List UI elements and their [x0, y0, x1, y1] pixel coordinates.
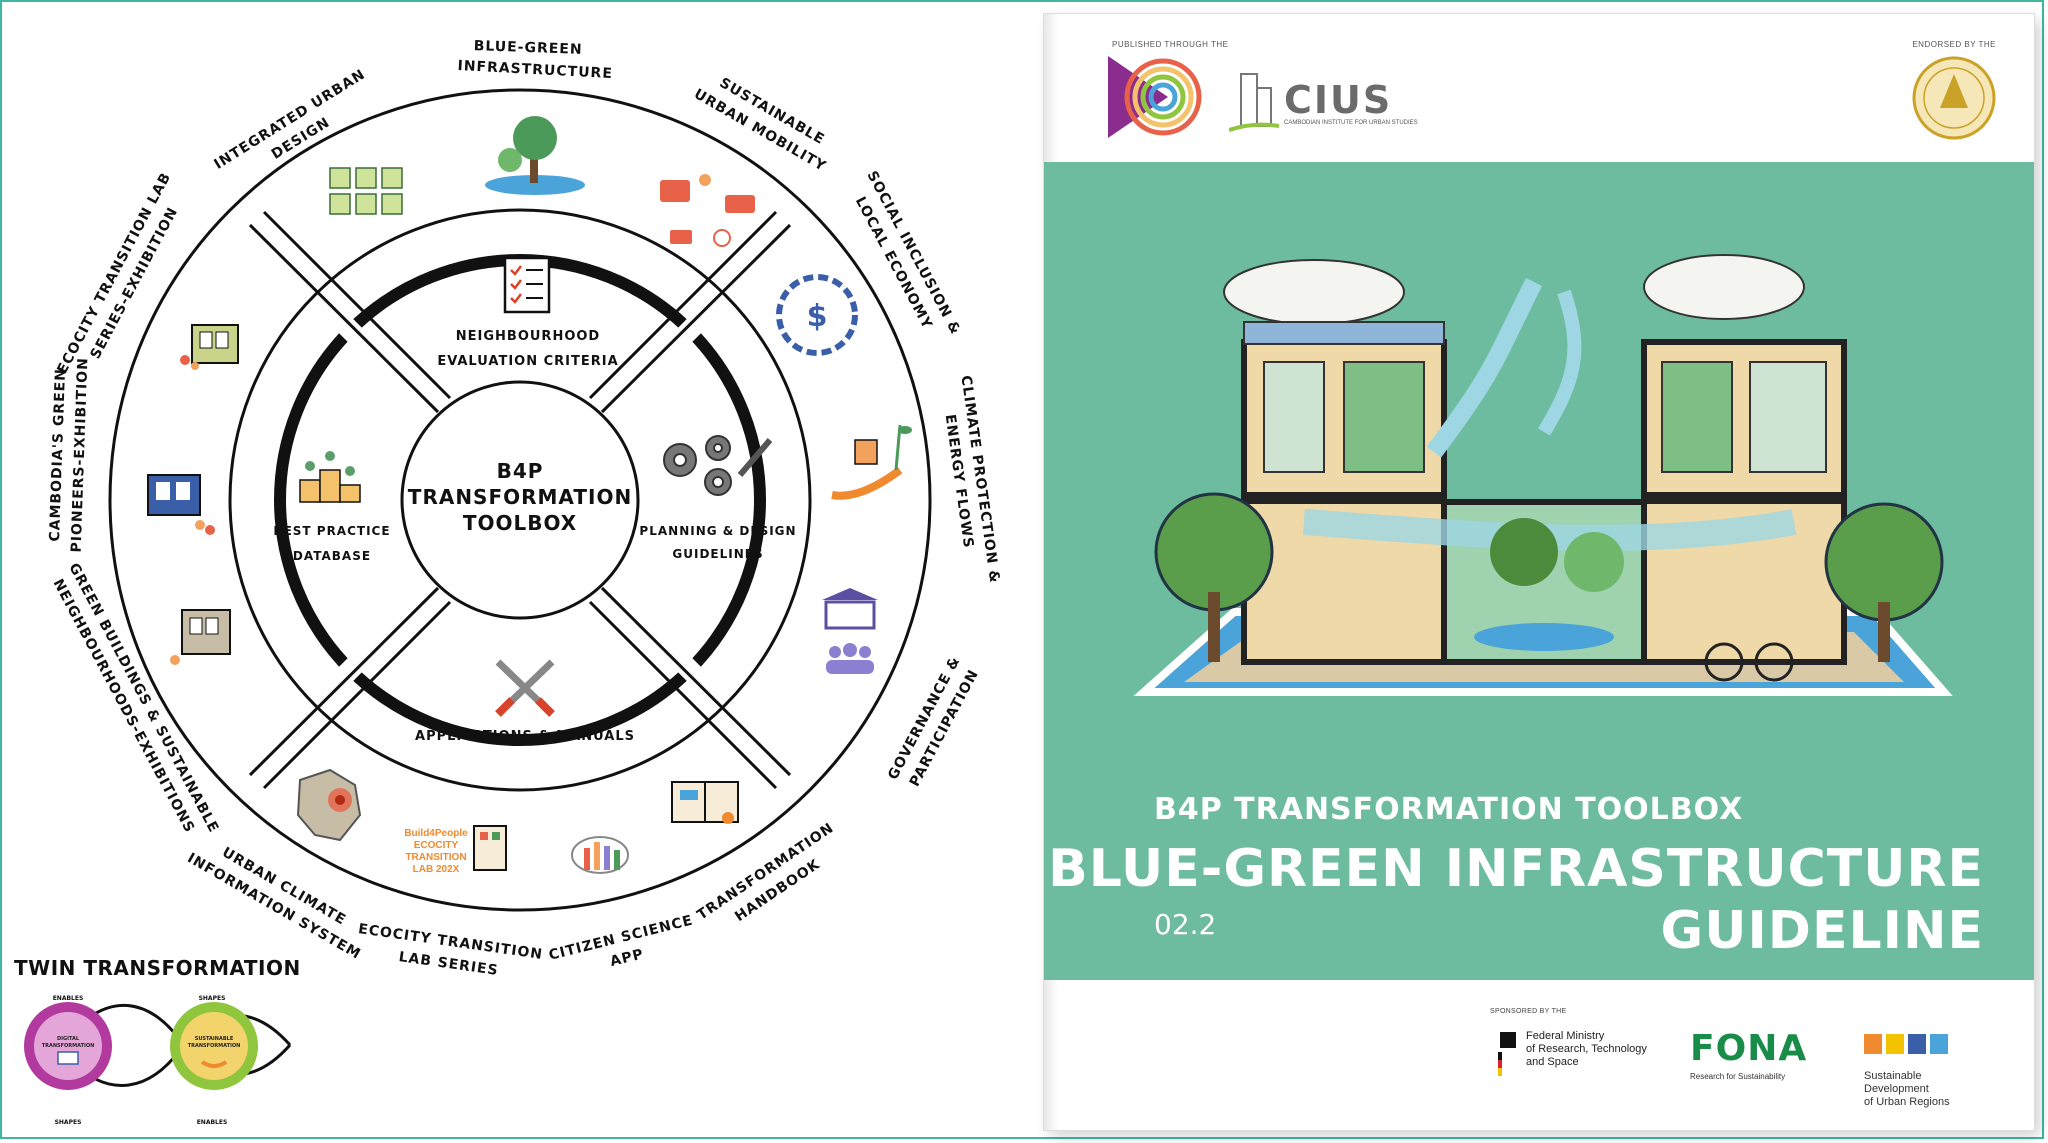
- twin-digital-1: DIGITAL: [57, 1036, 80, 1042]
- publisher-logo-icon: [1108, 56, 1202, 138]
- surf-logo-text: Sustainable Development of Urban Regions: [1864, 1070, 1950, 1109]
- topic-bg-1: BLUE-GREEN: [473, 38, 582, 58]
- cius-building-icon: [1229, 73, 1279, 132]
- exhibition-2-icon: [147, 474, 215, 535]
- topic-bg-2: INFRASTRUCTURE: [457, 58, 613, 82]
- lab-poster-line-3: TRANSITION: [405, 852, 466, 863]
- topic-iud-1: INTEGRATED URBAN: [211, 66, 368, 172]
- map-icon: [296, 768, 362, 842]
- cover-green-panel: B4P TRANSFORMATION TOOLBOX BLUE-GREEN IN…: [1044, 162, 2034, 980]
- urban-design-grid-icon: [329, 167, 403, 215]
- tools-icon: [495, 659, 555, 717]
- cover-main-title-line-2: GUIDELINE: [1660, 901, 1984, 961]
- topic-pio-2: PIONEERS-EXHIBITION: [69, 357, 92, 553]
- mobility-icon: [660, 174, 755, 247]
- energy-hand-icon: [831, 424, 912, 500]
- lab-poster-line-1: Build4People: [404, 828, 468, 839]
- outer-ring: [108, 88, 932, 912]
- twin-sustainable-1: SUSTAINABLE: [195, 1036, 234, 1042]
- endorsed-label: ENDORSED BY THE: [1912, 40, 1996, 49]
- twin-transformation-diagram: DIGITAL TRANSFORMATION SUSTAINABLE TRANS…: [24, 995, 292, 1126]
- twin-enables-bottom: ENABLES: [197, 1119, 228, 1126]
- topic-lex-1: ECOCITY TRANSITION LAB: [54, 170, 174, 377]
- surf-line-2: Development: [1864, 1083, 1929, 1095]
- bmftr-line-2: of Research, Technology: [1526, 1043, 1647, 1055]
- cius-logo-text: CIUS: [1284, 78, 1393, 122]
- topic-pio-1: CAMBODIA'S GREEN: [47, 368, 69, 542]
- inner-right-1: PLANNING & DESIGN: [639, 524, 796, 538]
- inner-left-1: BEST PRACTICE: [273, 524, 390, 538]
- twin-shapes-bottom: SHAPES: [55, 1119, 82, 1126]
- twin-transformation-title: TWIN TRANSFORMATION: [14, 956, 301, 980]
- fona-logo: FONA: [1690, 1028, 1808, 1069]
- lab-poster-line-4: LAB 202X: [413, 864, 460, 875]
- center-line-2: TRANSFORMATION: [408, 485, 632, 509]
- podium-icon: [299, 451, 361, 503]
- bmftr-line-3: and Space: [1526, 1056, 1579, 1068]
- inner-top-1: NEIGHBOURHOOD: [456, 329, 600, 344]
- toolbox-diagram: B4P TRANSFORMATION TOOLBOX NEIGHBOURHOOD…: [24, 38, 1002, 1126]
- cover-issue-number: 02.2: [1154, 908, 1217, 941]
- lab-poster-icon: Build4People ECOCITY TRANSITION LAB 202X: [404, 825, 507, 875]
- surf-line-1: Sustainable: [1864, 1070, 1922, 1082]
- middle-ring: [228, 208, 812, 792]
- inner-bottom-1: APPLICATIONS & MANUALS: [415, 729, 635, 744]
- twin-shapes-top: SHAPES: [199, 995, 226, 1002]
- twin-sustainable-2: TRANSFORMATION: [188, 1043, 241, 1049]
- cover-toolbox-title: B4P TRANSFORMATION TOOLBOX: [1154, 792, 1744, 827]
- topic-gb-1: GREEN BUILDINGS & SUSTAINABLE: [65, 561, 221, 836]
- center-circle: [400, 380, 640, 620]
- governance-icon: [822, 588, 878, 674]
- topic-gb-2: NEIGHBOURHOODS-EXHIBITIONS: [50, 577, 198, 836]
- surf-line-3: of Urban Regions: [1864, 1096, 1950, 1108]
- handbook-icon: [671, 781, 739, 824]
- endorsement-seal-icon: [1912, 56, 1996, 140]
- center-line-3: TOOLBOX: [463, 511, 577, 535]
- guideline-book-cover: PUBLISHED THROUGH THE ENDORSED BY THE CI…: [1044, 14, 2034, 1130]
- cover-main-title-line-1: BLUE-GREEN INFRASTRUCTURE: [1048, 839, 1984, 899]
- surf-logo-icon: [1864, 1034, 1948, 1054]
- checklist-icon: [503, 256, 551, 314]
- citizen-science-icon: [571, 836, 629, 874]
- topic-cs-2: APP: [608, 946, 645, 970]
- twin-digital-2: TRANSFORMATION: [42, 1043, 95, 1049]
- inner-left-2: DATABASE: [293, 549, 371, 563]
- inner-right-2: GUIDELINES: [672, 547, 763, 561]
- sponsored-label: SPONSORED BY THE: [1490, 1008, 1567, 1015]
- lab-poster-line-2: ECOCITY: [414, 840, 459, 851]
- twin-enables-top: ENABLES: [53, 995, 84, 1002]
- center-line-1: B4P: [497, 459, 544, 483]
- exhibition-3-icon: [170, 609, 231, 665]
- cover-main-title: BLUE-GREEN INFRASTRUCTURE GUIDELINE: [1048, 838, 1984, 962]
- inner-top-2: EVALUATION CRITERIA: [437, 354, 618, 369]
- fona-subtitle: Research for Sustainability: [1690, 1072, 1786, 1081]
- bmftr-line-1: Federal Ministry: [1526, 1030, 1605, 1042]
- dollar-circle-icon: $: [776, 274, 858, 356]
- svg-text:$: $: [807, 299, 828, 334]
- gears-icon: [663, 435, 773, 496]
- bmftr-logo-text: Federal Ministry of Research, Technology…: [1526, 1030, 1647, 1069]
- exhibition-1-icon: [180, 324, 239, 370]
- cius-subtitle: CAMBODIAN INSTITUTE FOR URBAN STUDIES: [1284, 120, 1418, 126]
- tree-water-icon: [485, 116, 585, 195]
- german-eagle-icon: [1498, 1032, 1516, 1076]
- published-label: PUBLISHED THROUGH THE: [1112, 40, 1229, 49]
- cover-illustration: [1133, 254, 1953, 696]
